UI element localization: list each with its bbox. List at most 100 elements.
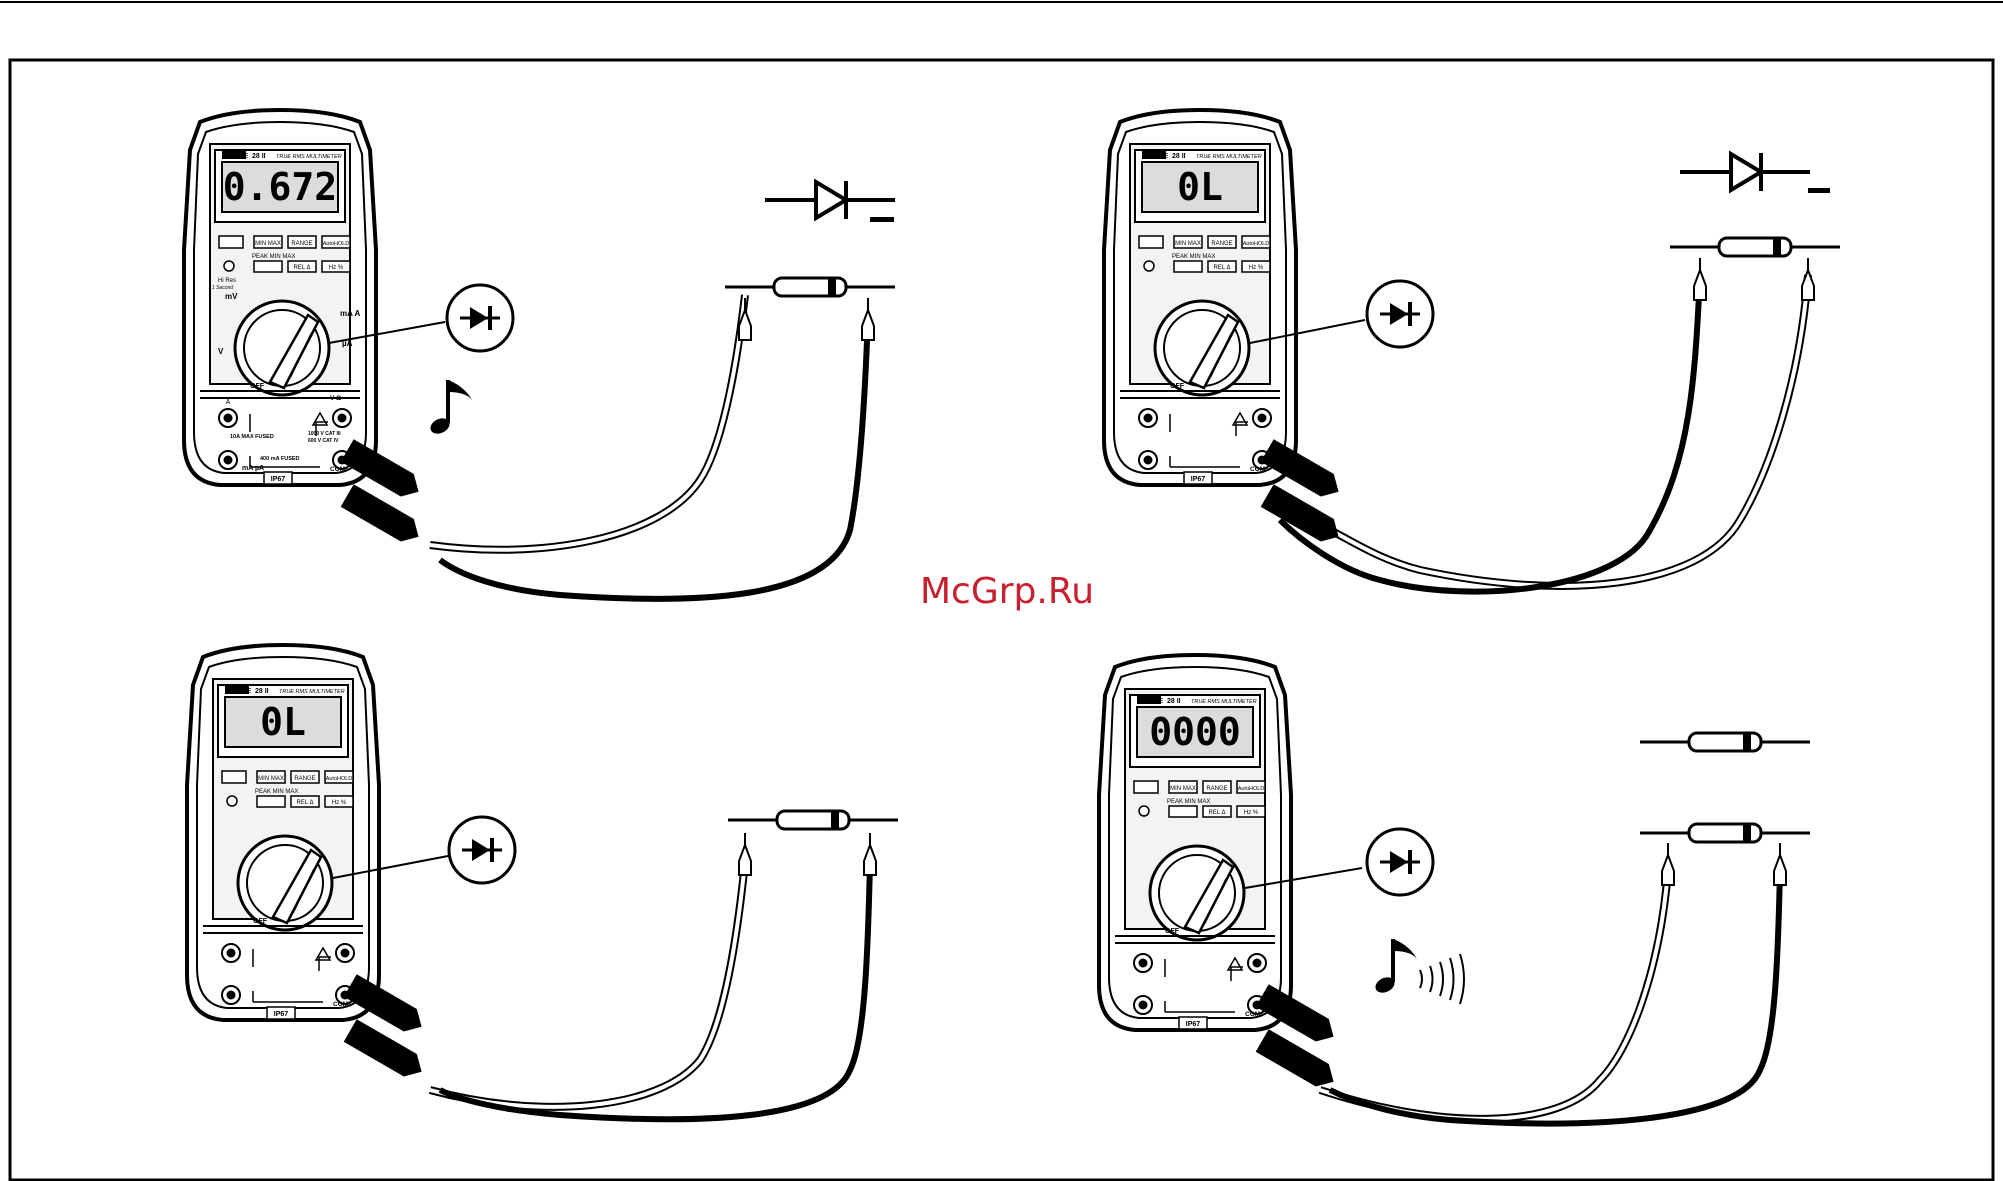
peak-label: PEAK MIN MAX [255, 789, 298, 795]
hires-label: Hi Res [218, 278, 236, 284]
meter-subtitle: TRUE RMS MULTIMETER [276, 154, 342, 160]
button-range[interactable]: RANGE [294, 776, 315, 782]
fuse-ma-label: 400 mA FUSED [260, 456, 300, 462]
dial-v: V [218, 347, 224, 356]
beep-note-icon [425, 378, 474, 439]
black-lead [1328, 869, 1783, 1127]
lcd-reading: 0000 [1149, 710, 1241, 754]
diode-component [1638, 822, 1812, 844]
black-plug [1256, 1029, 1340, 1093]
meter-model: 28 II [255, 688, 269, 695]
ip-rating: IP67 [1191, 476, 1206, 483]
peak-label: PEAK MIN MAX [1172, 254, 1215, 260]
red-lead-outline [428, 861, 749, 1111]
callout-line-1 [328, 321, 446, 344]
diode-component [726, 809, 900, 831]
diode-mode-icon [445, 283, 515, 353]
off-label: OFF [253, 918, 268, 925]
black-lead [438, 314, 871, 602]
peak-label: PEAK MIN MAX [1167, 799, 1210, 805]
black-lead [438, 861, 873, 1123]
red-probe[interactable] [1801, 257, 1815, 301]
diode-mode-icon [1365, 827, 1435, 897]
diode-component-top [1638, 731, 1812, 753]
jack-com-label: COM [330, 466, 345, 473]
black-probe[interactable] [1693, 257, 1707, 301]
lcd-reading: 0L [260, 700, 306, 744]
diode-mode-icon [447, 815, 517, 885]
button-range[interactable]: RANGE [1206, 786, 1227, 792]
jack-a-label: A [226, 399, 231, 406]
lcd-reading: 0L [1177, 165, 1223, 209]
button-hz[interactable]: Hz % [1249, 265, 1264, 271]
jack-ma-label: mA µA [242, 465, 264, 472]
button-rel[interactable]: REL Δ [296, 800, 313, 806]
peak-label: PEAK MIN MAX [252, 254, 295, 260]
red-lead-outline [1318, 869, 1672, 1123]
button-hz[interactable]: Hz % [332, 800, 347, 806]
off-label: OFF [1170, 383, 1185, 390]
diode-symbol-icon [763, 179, 897, 221]
button-autohold[interactable]: AutoHOLD [326, 776, 353, 782]
red-probe[interactable] [738, 832, 752, 876]
button-hz[interactable]: Hz % [329, 265, 344, 271]
meter-model: 28 II [252, 153, 266, 160]
button-range[interactable]: RANGE [1211, 241, 1232, 247]
meter-brand: FLUKE [229, 688, 252, 695]
button-range[interactable]: RANGE [291, 241, 312, 247]
panel-1: FLUKE 28 II TRUE RMS MULTIMETER 0.672 MI… [182, 108, 378, 487]
diode-component [1668, 236, 1842, 258]
cat-line-1: 1000 V CAT III [308, 431, 341, 437]
red-lead [429, 294, 747, 552]
meter-model: 28 II [1172, 153, 1186, 160]
button-rel[interactable]: REL Δ [1208, 810, 1225, 816]
button-min-max[interactable]: MIN MAX [1170, 786, 1196, 792]
black-probe[interactable] [863, 832, 877, 876]
black-probe[interactable] [1773, 842, 1787, 886]
diode-polarity-mark [1808, 188, 1830, 193]
hires-sub: 1 Second [212, 285, 233, 291]
red-lead [429, 861, 747, 1109]
meter-subtitle: TRUE RMS MULTIMETER [279, 689, 345, 695]
ip-rating: IP67 [1186, 1021, 1201, 1028]
button-autohold[interactable]: AutoHOLD [1243, 241, 1270, 247]
meter-subtitle: TRUE RMS MULTIMETER [1196, 154, 1262, 160]
meter-brand: FLUKE [226, 153, 249, 160]
button-rel[interactable]: REL Δ [293, 265, 310, 271]
button-autohold[interactable]: AutoHOLD [1238, 786, 1265, 792]
button-min-max[interactable]: MIN MAX [255, 241, 281, 247]
button-rel[interactable]: REL Δ [1213, 265, 1230, 271]
meter-model: 28 II [1167, 698, 1181, 705]
jack-com-label: COM [333, 1001, 348, 1008]
meter-subtitle: TRUE RMS MULTIMETER [1191, 699, 1257, 705]
cat-line-2: 600 V CAT IV [308, 438, 339, 444]
lcd-reading: 0.672 [223, 165, 337, 209]
ip-rating: IP67 [274, 1011, 289, 1018]
dial-ma: mA A [340, 309, 361, 318]
panel-3: FLUKE 28 II TRUE RMS MULTIMETER 0L MIN M… [185, 643, 381, 1022]
button-min-max[interactable]: MIN MAX [1175, 241, 1201, 247]
panel-4: FLUKE 28 II TRUE RMS MULTIMETER 0000 MIN… [1097, 653, 1293, 1032]
panel-2: FLUKE 28 II TRUE RMS MULTIMETER 0L MIN M… [1102, 108, 1298, 487]
red-lead [1319, 869, 1670, 1121]
fuse-a-label: 10A MAX FUSED [230, 434, 274, 440]
dial-mv: mV [225, 292, 238, 301]
sound-waves-icon [1419, 953, 1465, 1005]
button-hz[interactable]: Hz % [1244, 810, 1259, 816]
jack-v-label: V Ω [330, 395, 341, 402]
diode-mode-icon [1365, 279, 1435, 349]
watermark: McGrp.Ru [920, 571, 1094, 612]
black-plug [344, 1019, 428, 1083]
button-autohold[interactable]: AutoHOLD [323, 241, 350, 247]
meter-brand: FLUKE [1141, 698, 1164, 705]
red-probe[interactable] [1661, 842, 1675, 886]
beep-note-icon [1370, 937, 1419, 998]
button-min-max[interactable]: MIN MAX [258, 776, 284, 782]
callout-line-3 [332, 855, 449, 879]
off-label: OFF [1165, 928, 1180, 935]
black-lead [1277, 274, 1703, 595]
callout-line-2 [1249, 319, 1366, 344]
black-probe[interactable] [861, 297, 875, 341]
black-plug [341, 484, 425, 548]
